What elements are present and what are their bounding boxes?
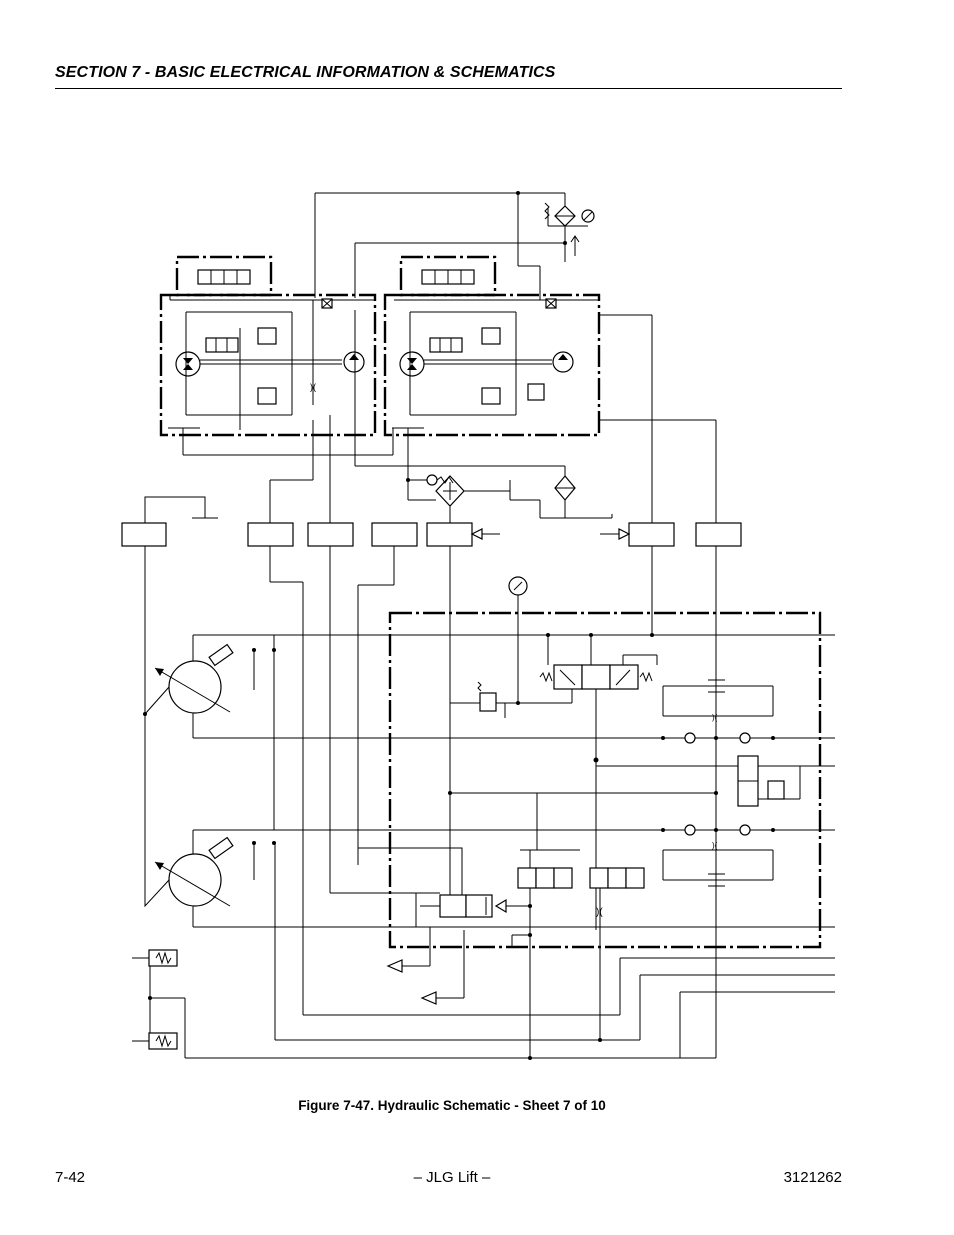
filter-cooler-row [354,310,613,523]
publisher-footer: – JLG Lift – [413,1169,491,1186]
header-rule [55,88,842,89]
main-valve-block: )( )( )( [193,611,835,1058]
section-title: SECTION 7 - BASIC ELECTRICAL INFORMATION… [55,64,556,81]
trunk-lines [144,546,717,1015]
drive-motors [143,635,276,927]
svg-text:)(: )( [712,841,718,850]
drive-module-left: )( [159,255,393,456]
bottom-return-lines [132,843,835,1060]
top-filter-gauge-group [314,191,595,300]
svg-text:)(: )( [310,382,316,392]
document-number: 3121262 [783,1169,842,1186]
svg-text:)(: )( [712,713,718,722]
port-blocks [121,415,742,547]
figure-caption: Figure 7-47. Hydraulic Schematic - Sheet… [298,1098,606,1113]
page-number: 7-42 [55,1169,86,1186]
drive-module-right [383,255,717,523]
